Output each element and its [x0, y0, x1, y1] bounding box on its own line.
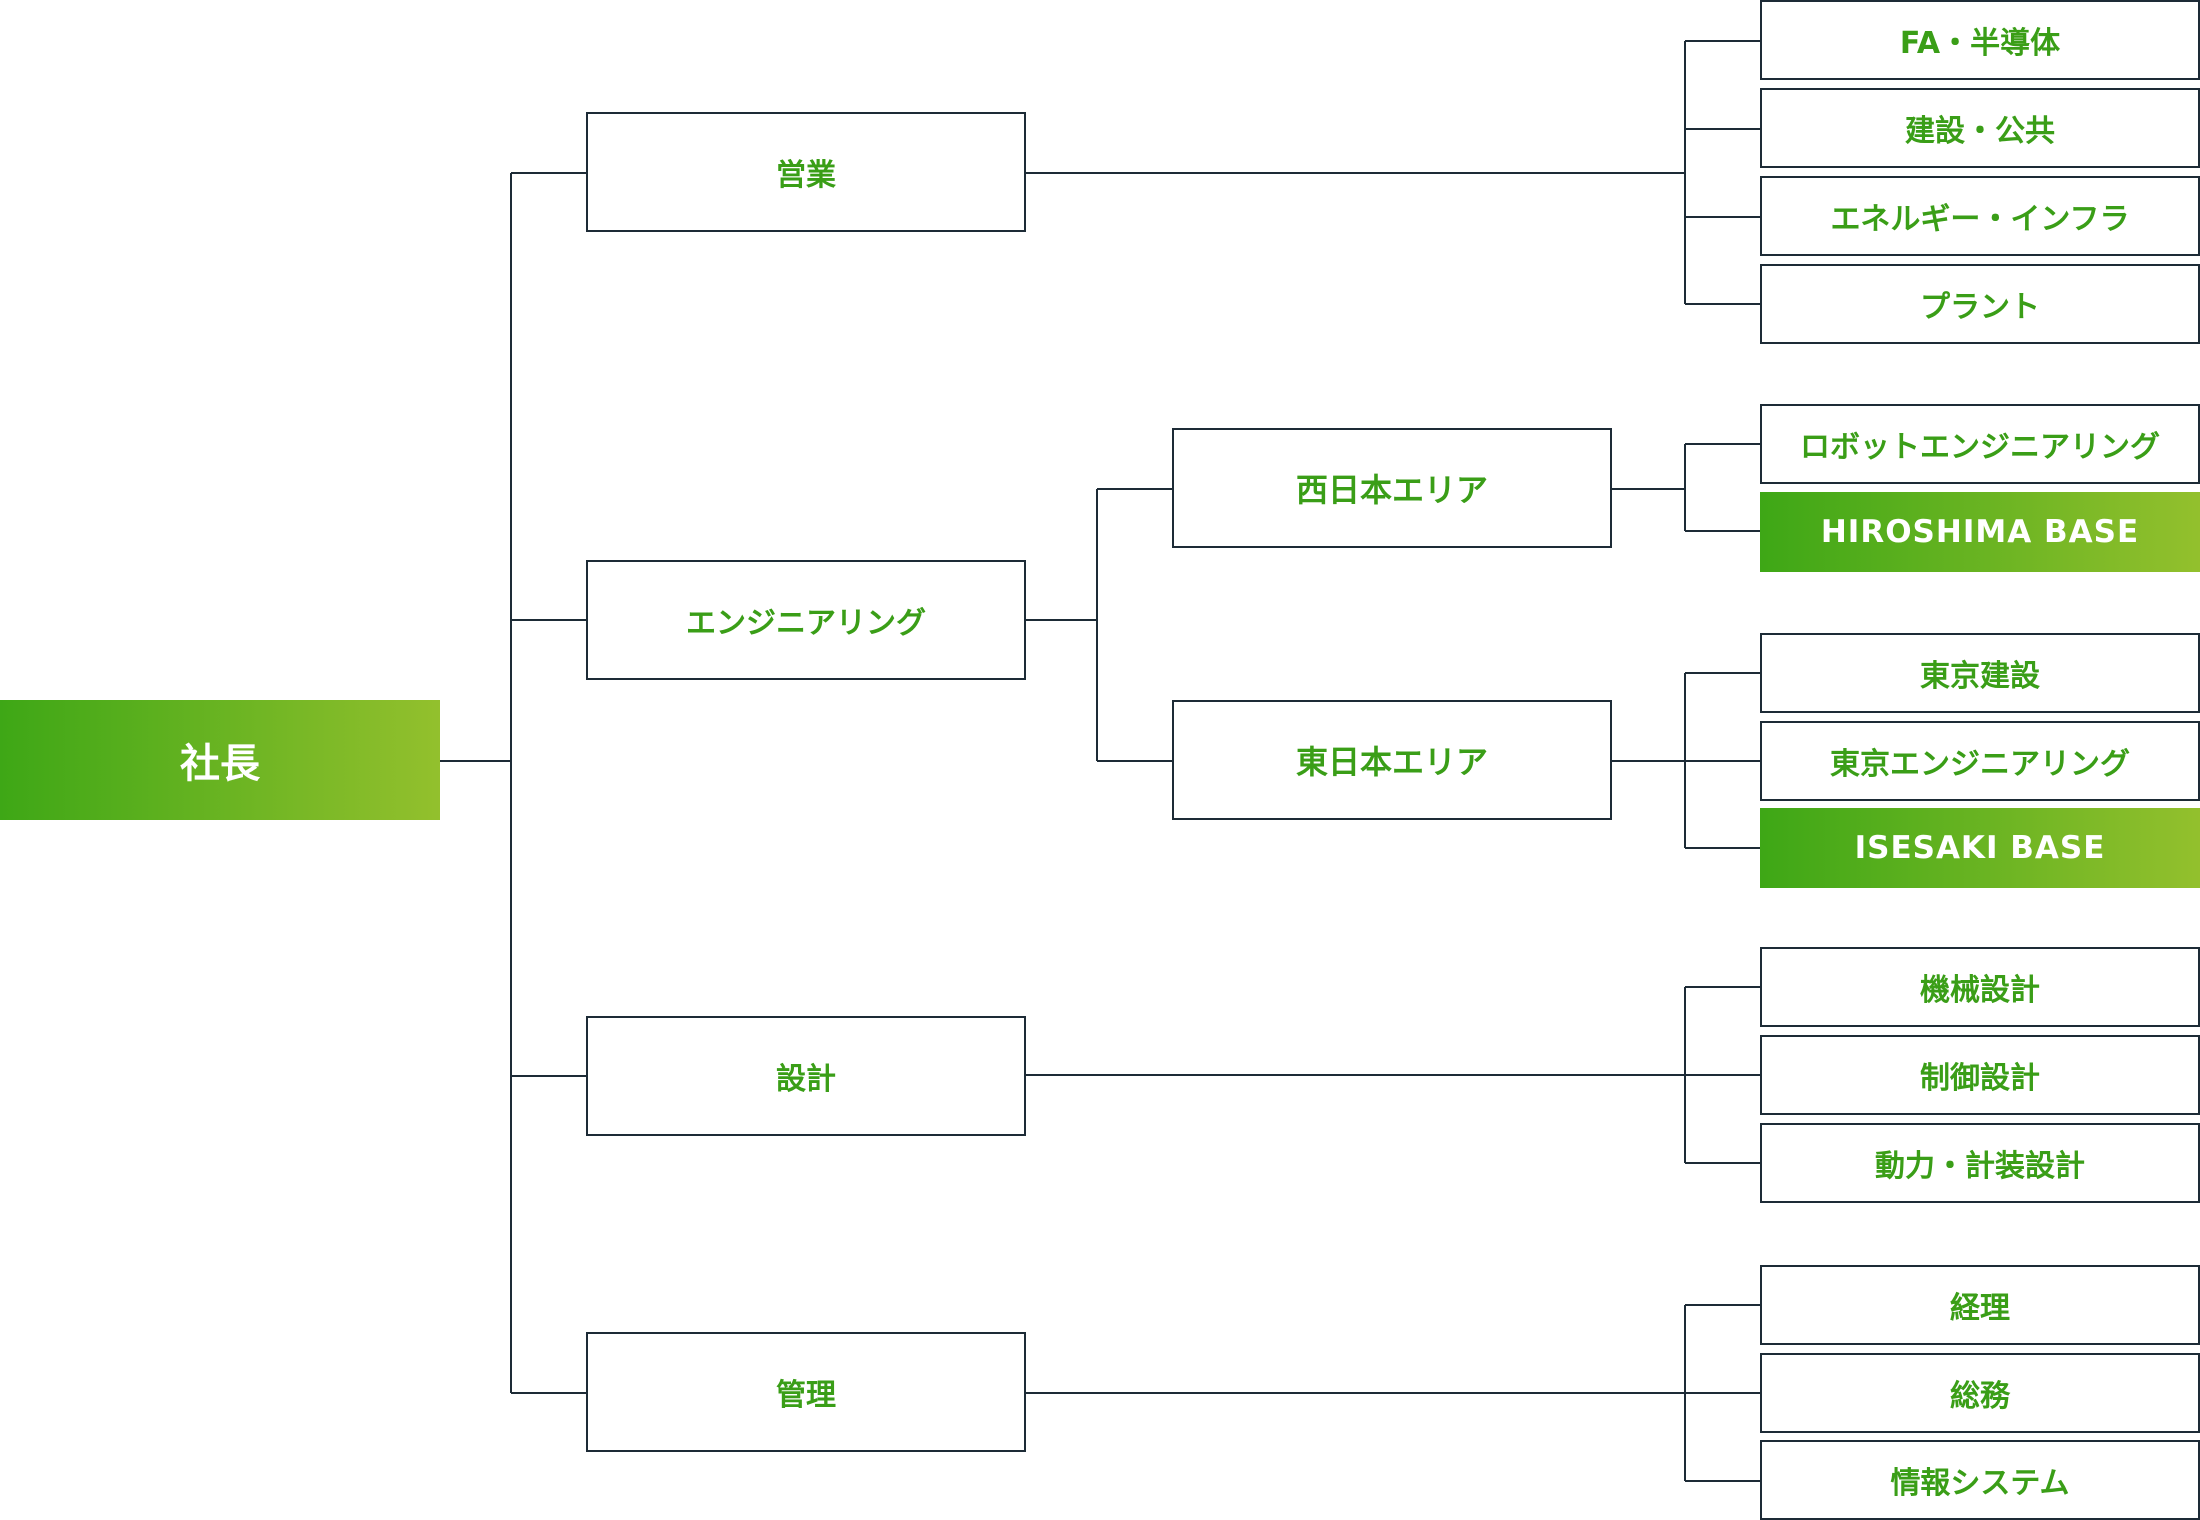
design-unit-box: 動力・計装設計 [1760, 1123, 2200, 1203]
design-unit-box: 機械設計 [1760, 947, 2200, 1027]
admin-unit-box: 総務 [1760, 1353, 2200, 1433]
west-japan-area-label: 西日本エリア [1295, 471, 1488, 509]
east-unit-label: 東京エンジニアリング [1830, 747, 2130, 782]
east-unit-label: 東京建設 [1920, 659, 2040, 694]
design-unit-label: 動力・計装設計 [1875, 1149, 2085, 1184]
sales-unit-label: FA・半導体 [1899, 26, 2061, 61]
sales-department-label: 営業 [776, 158, 836, 193]
west-unit-box: ロボットエンジニアリング [1760, 404, 2200, 484]
sales-unit-label: エネルギー・インフラ [1830, 202, 2130, 237]
design-unit-label: 制御設計 [1920, 1061, 2040, 1096]
hiroshima-base-box: HIROSHIMA BASE [1760, 492, 2200, 572]
sales-unit-box: プラント [1760, 264, 2200, 344]
sales-unit-label: 建設・公共 [1905, 114, 2055, 149]
admin-unit-box: 情報システム [1760, 1440, 2200, 1520]
west-unit-label: ロボットエンジニアリング [1800, 430, 2160, 465]
sales-department-box: 営業 [586, 112, 1026, 232]
east-unit-box: 東京エンジニアリング [1760, 721, 2200, 801]
east-japan-area-label: 東日本エリア [1295, 743, 1488, 781]
west-japan-area-box: 西日本エリア [1172, 428, 1612, 548]
design-department-label: 設計 [776, 1062, 836, 1097]
sales-unit-box: FA・半導体 [1760, 0, 2200, 80]
engineering-department-label: エンジニアリング [686, 606, 926, 641]
design-department-box: 設計 [586, 1016, 1026, 1136]
engineering-department-box: エンジニアリング [586, 560, 1026, 680]
admin-department-box: 管理 [586, 1332, 1026, 1452]
east-unit-box: 東京建設 [1760, 633, 2200, 713]
hiroshima-base-label: HIROSHIMA BASE [1820, 514, 2140, 550]
isesaki-base-label: ISESAKI BASE [1854, 830, 2106, 866]
east-japan-area-box: 東日本エリア [1172, 700, 1612, 820]
admin-unit-label: 経理 [1950, 1291, 2010, 1326]
president-label: 社長 [180, 741, 260, 787]
sales-unit-label: プラント [1920, 290, 2040, 325]
design-unit-box: 制御設計 [1760, 1035, 2200, 1115]
admin-department-label: 管理 [776, 1378, 836, 1413]
admin-unit-box: 経理 [1760, 1265, 2200, 1345]
admin-unit-label: 総務 [1950, 1379, 2010, 1414]
design-unit-label: 機械設計 [1920, 973, 2040, 1008]
sales-unit-box: 建設・公共 [1760, 88, 2200, 168]
admin-unit-label: 情報システム [1890, 1466, 2070, 1501]
sales-unit-box: エネルギー・インフラ [1760, 176, 2200, 256]
president-box: 社長 [0, 700, 440, 820]
isesaki-base-box: ISESAKI BASE [1760, 808, 2200, 888]
